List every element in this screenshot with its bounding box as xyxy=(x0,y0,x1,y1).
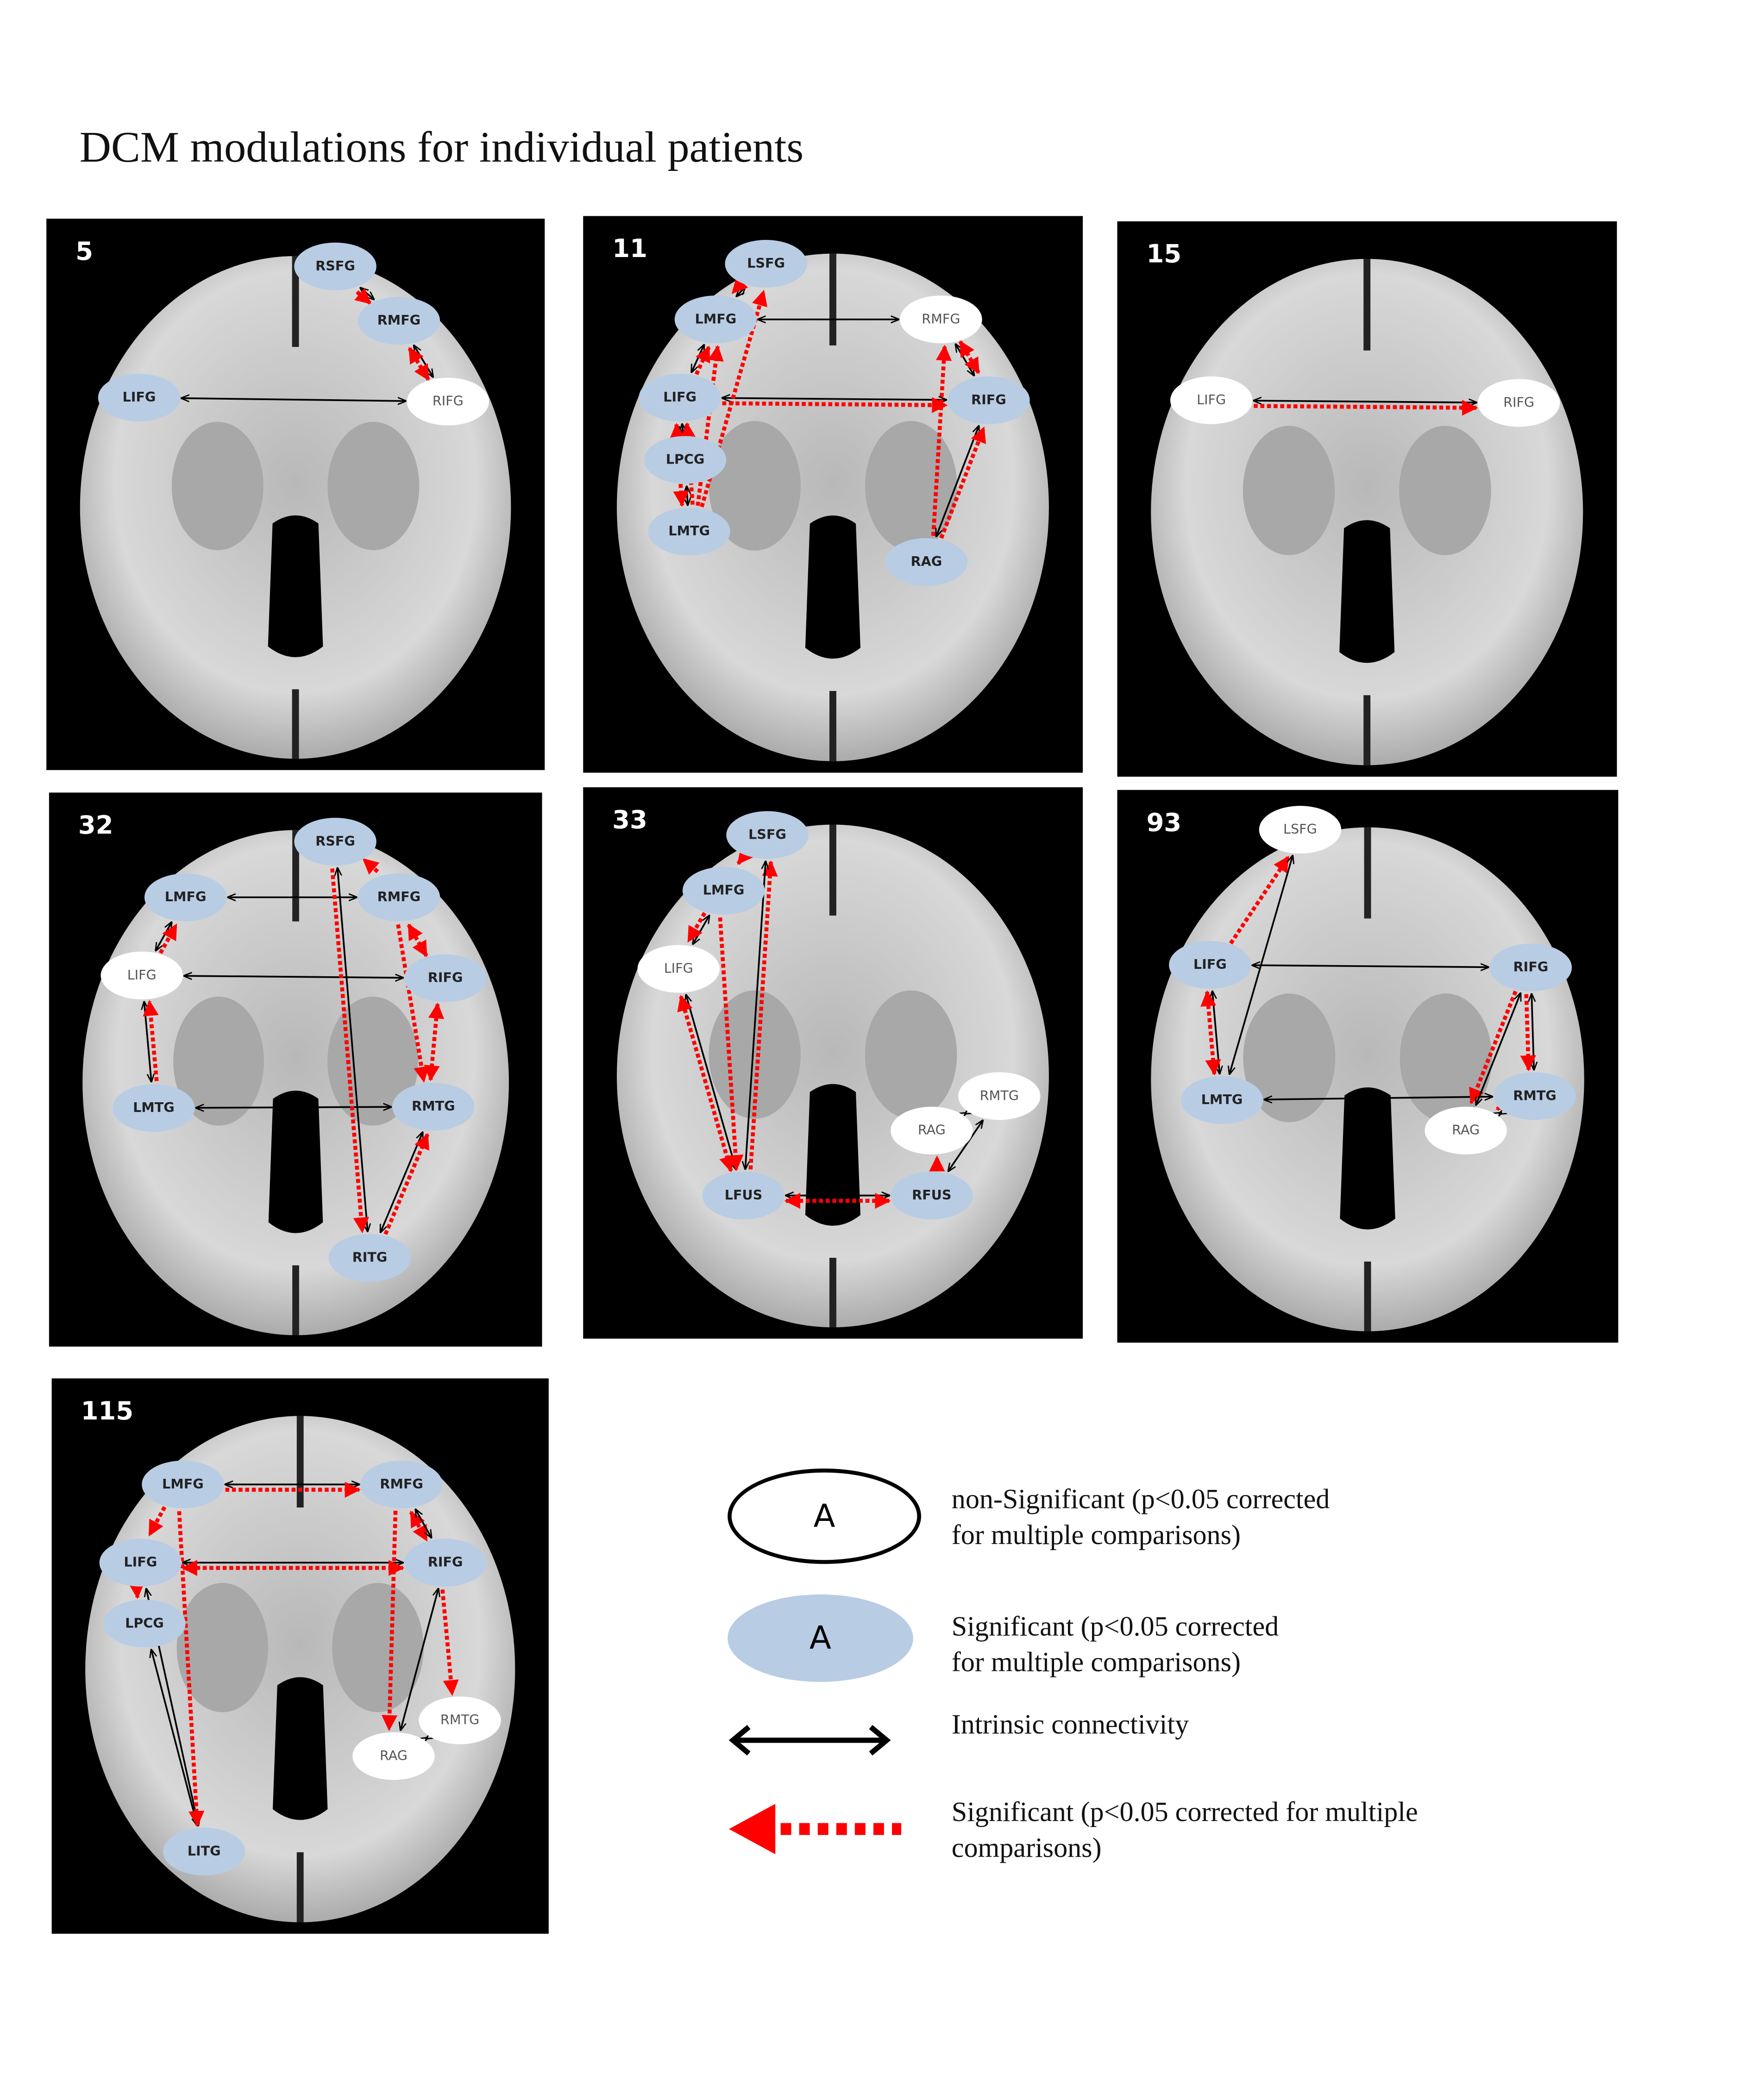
legend-significant-node: A xyxy=(728,1594,913,1682)
region-node-rsfg: RSFG xyxy=(294,817,377,866)
region-node-lifg: LIFG xyxy=(99,1539,182,1587)
region-node-rmtg: RMTG xyxy=(1494,1072,1576,1120)
region-node-rag: RAG xyxy=(1425,1106,1507,1155)
region-node-rifg: RIFG xyxy=(404,1539,487,1587)
region-node-lsfg: LSFG xyxy=(725,239,807,288)
patient-number: 32 xyxy=(78,811,113,841)
region-node-lifg: LIFG xyxy=(637,945,720,993)
brain-slice-image xyxy=(85,1416,515,1923)
legend-intrinsic-arrow-icon xyxy=(728,1725,891,1756)
region-node-rmfg: RMFG xyxy=(360,1460,443,1508)
legend-modulation-text: Significant (p<0.05 corrected for multip… xyxy=(952,1795,1418,1866)
patient-number: 11 xyxy=(612,234,647,264)
region-node-rmfg: RMFG xyxy=(358,297,440,345)
legend-intrinsic-text: Intrinsic connectivity xyxy=(951,1708,1189,1740)
figure-title: DCM modulations for individual patients xyxy=(79,125,804,173)
legend-arrows xyxy=(728,1725,902,1854)
region-node-lmtg: LMTG xyxy=(113,1084,195,1132)
patient-number: 15 xyxy=(1146,239,1182,269)
region-node-rmtg: RMTG xyxy=(392,1083,475,1131)
region-node-lmfg: LMFG xyxy=(682,867,765,915)
legend-significant-text: Significant (p<0.05 corrected for multipl… xyxy=(952,1609,1279,1681)
patient-panel-115: 115 xyxy=(51,1378,549,1934)
patient-number: 93 xyxy=(1146,808,1182,838)
brain-slice-image xyxy=(1151,828,1585,1332)
region-node-rag: RAG xyxy=(352,1732,435,1780)
patient-panel-32: 32 xyxy=(49,792,542,1347)
patient-number: 115 xyxy=(81,1397,134,1426)
region-node-lmfg: LMFG xyxy=(144,873,227,921)
region-node-litg: LITG xyxy=(163,1828,245,1876)
region-node-rifg: RIFG xyxy=(407,377,490,426)
region-node-lsfg: LSFG xyxy=(1259,805,1342,854)
region-node-lmtg: LMTG xyxy=(648,508,730,556)
legend-line: non-Significant (p<0.05 corrected xyxy=(951,1483,1330,1515)
region-node-rsfg: RSFG xyxy=(294,242,377,290)
legend-modulation-arrow-icon xyxy=(728,1803,902,1854)
region-node-rmtg: RMTG xyxy=(419,1696,501,1745)
legend-line: for multiple comparisons) xyxy=(951,1519,1241,1551)
region-node-ritg: RITG xyxy=(328,1234,411,1282)
brain-slice-image xyxy=(82,830,509,1336)
region-node-lsfg: LSFG xyxy=(726,811,809,859)
region-node-rmtg: RMTG xyxy=(958,1072,1041,1120)
patient-number: 5 xyxy=(75,237,93,267)
region-node-rfus: RFUS xyxy=(891,1171,973,1219)
region-node-lpcg: LPCG xyxy=(103,1600,186,1648)
legend-node-letter: A xyxy=(809,1620,831,1657)
region-node-rag: RAG xyxy=(891,1106,973,1155)
brain-slice-image xyxy=(617,825,1049,1328)
brain-slice-image xyxy=(1151,259,1583,766)
brain-slice-image xyxy=(80,256,511,760)
region-node-rag: RAG xyxy=(885,538,968,586)
patient-number: 33 xyxy=(612,805,647,835)
patient-panel-11: 11 xyxy=(583,216,1083,773)
legend-line: Significant (p<0.05 corrected for multip… xyxy=(951,1796,1418,1828)
region-node-rmfg: RMFG xyxy=(358,873,440,921)
region-node-lmfg: LMFG xyxy=(674,295,757,344)
region-node-lmfg: LMFG xyxy=(142,1460,224,1508)
region-node-lmtg: LMTG xyxy=(1180,1076,1263,1124)
region-node-rifg: RIFG xyxy=(1477,379,1560,427)
legend-nonsignificant-node: A xyxy=(728,1468,921,1564)
region-node-lifg: LIFG xyxy=(1169,941,1251,989)
region-node-lfus: LFUS xyxy=(702,1171,785,1219)
patient-panel-93: 93 xyxy=(1117,790,1619,1343)
region-node-rifg: RIFG xyxy=(1489,943,1572,992)
patient-panel-15: 15 xyxy=(1117,221,1617,777)
region-node-rifg: RIFG xyxy=(948,376,1030,424)
legend-line: for multiple comparisons) xyxy=(951,1646,1241,1678)
patient-panel-5: 5 xyxy=(46,219,545,770)
region-node-lifg: LIFG xyxy=(639,374,721,422)
legend-line: Significant (p<0.05 corrected xyxy=(951,1610,1279,1642)
region-node-lifg: LIFG xyxy=(1170,376,1253,424)
patient-panel-33: 33 xyxy=(583,787,1083,1339)
legend-line: comparisons) xyxy=(951,1832,1102,1864)
brain-slice-image xyxy=(617,254,1049,762)
region-node-lifg: LIFG xyxy=(98,374,181,422)
region-node-rifg: RIFG xyxy=(404,954,487,1002)
legend-nonsignificant-text: non-Significant (p<0.05 corrected for mul… xyxy=(952,1482,1330,1553)
legend-node-letter: A xyxy=(813,1497,835,1535)
region-node-lpcg: LPCG xyxy=(644,436,727,484)
region-node-lifg: LIFG xyxy=(100,951,183,999)
region-node-rmfg: RMFG xyxy=(900,295,982,344)
